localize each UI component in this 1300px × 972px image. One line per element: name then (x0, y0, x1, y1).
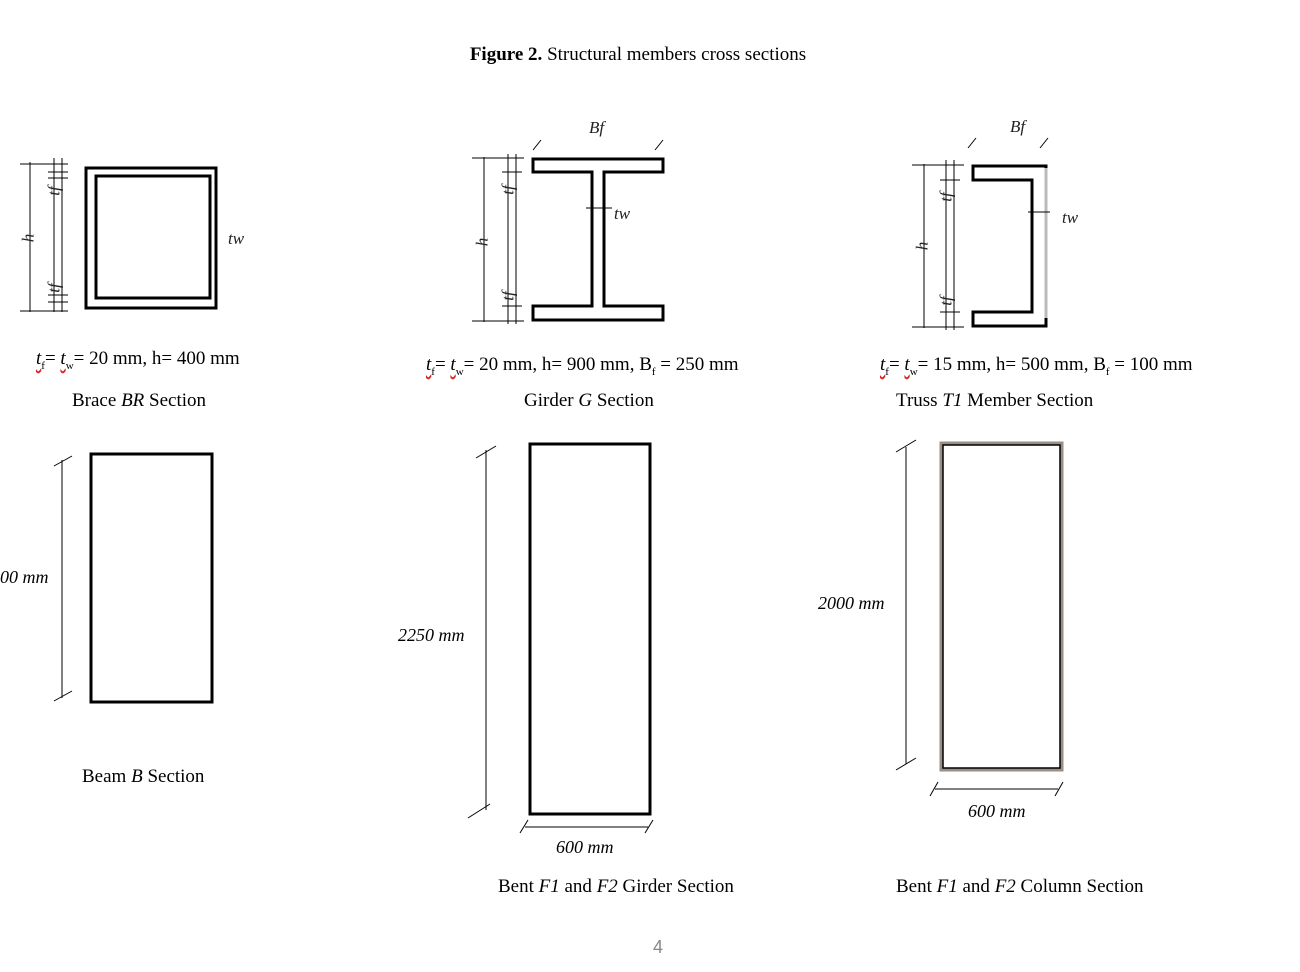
bent-column-caption: Bent F1 and F2 Column Section (896, 876, 1144, 898)
bent-column-caption-pre: Bent (896, 876, 937, 897)
brace-tf-top-label: tf (44, 186, 64, 196)
bent-column-caption-f1: F1 (936, 876, 958, 897)
truss-tw-label: tw (1062, 208, 1079, 227)
truss-formula: tf= tw= 15 mm, h= 500 mm, Bf = 100 mm (880, 354, 1193, 378)
beam-caption-name: B (131, 766, 143, 787)
girder-caption: Girder G Section (524, 390, 654, 412)
truss-tf-bottom-label: tf (936, 296, 956, 306)
brace-formula-tw: t (60, 348, 66, 369)
girder-caption-post: Section (592, 390, 654, 411)
beam-height-dimension (53, 455, 73, 702)
truss-formula-tw: t (904, 354, 910, 375)
truss-tf-top-label: tf (936, 192, 956, 202)
truss-h-label: h (912, 241, 932, 251)
bent-girder-width-label: 600 mm (556, 837, 614, 857)
brace-formula: tf= tw= 20 mm, h= 400 mm (36, 348, 240, 372)
bent-column-caption-f2: F2 (994, 876, 1016, 897)
brace-formula-tw-sub: w (65, 359, 74, 372)
beam-height-label: 00 mm (0, 567, 49, 587)
bent-column-caption-post: Column Section (1015, 876, 1144, 897)
girder-formula-tw: t (450, 354, 456, 375)
bent-girder-caption-pre: Bent (498, 876, 539, 897)
girder-caption-name: G (578, 390, 593, 411)
bent-column-rect-section (939, 441, 1064, 772)
truss-formula-tw-sub: w (909, 365, 918, 378)
bent-column-caption-and: and (957, 876, 995, 897)
beam-caption-post: Section (142, 766, 205, 787)
bent-girder-caption-and: and (559, 876, 597, 897)
truss-caption-pre: Truss (896, 390, 943, 411)
truss-dimension-lines (912, 137, 1050, 330)
beam-caption-pre: Beam (82, 766, 132, 787)
truss-formula-bf-sub: f (1105, 365, 1110, 378)
brace-h-label: h (18, 233, 38, 243)
beam-rect-section (89, 452, 214, 704)
brace-caption-post: Section (144, 390, 207, 411)
beam-caption: Beam B Section (82, 766, 204, 788)
brace-tw-label: tw (228, 229, 245, 248)
girder-dimension-lines (472, 139, 664, 324)
truss-bf-label: Bf (1010, 117, 1026, 136)
girder-i-section (531, 157, 665, 322)
figure-title-text: Structural members cross sections (547, 44, 807, 65)
girder-tw-label: tw (614, 204, 631, 223)
girder-formula-tf: t (426, 354, 432, 375)
bent-girder-caption: Bent F1 and F2 Girder Section (498, 876, 734, 898)
girder-formula-values: = 20 mm, h= 900 mm, B (463, 354, 652, 375)
brace-dimension-lines (20, 158, 68, 312)
girder-h-label: h (472, 237, 492, 247)
figure-title: Figure 2. Structural members cross secti… (0, 44, 1276, 66)
truss-formula-tf-sub: f (885, 365, 889, 378)
girder-bf-label: Bf (589, 118, 605, 137)
bent-girder-rect-section (528, 442, 652, 816)
bent-girder-caption-f2: F2 (596, 876, 618, 897)
girder-formula-tw-sub: w (455, 365, 464, 378)
brace-tf-bottom-label: tf (44, 283, 64, 293)
girder-formula-bf-sub: f (651, 365, 656, 378)
truss-channel-section (971, 164, 1048, 328)
truss-formula-values: = 15 mm, h= 500 mm, B (917, 354, 1106, 375)
bent-column-width-label: 600 mm (968, 801, 1026, 821)
brace-box-section (84, 166, 218, 310)
girder-formula-bf-value: = 250 mm (655, 354, 739, 375)
truss-caption-name: T1 (942, 390, 963, 411)
brace-formula-values: = 20 mm, h= 400 mm (73, 348, 240, 369)
brace-formula-tf: t (36, 348, 42, 369)
brace-formula-tf-sub: f (41, 359, 45, 372)
girder-tf-bottom-label: tf (498, 291, 518, 301)
brace-caption-pre: Brace (72, 390, 122, 411)
truss-caption-post: Member Section (962, 390, 1094, 411)
brace-caption-name: BR (121, 390, 145, 411)
brace-caption: Brace BR Section (72, 390, 206, 412)
bent-girder-caption-post: Girder Section (617, 876, 734, 897)
bent-girder-caption-f1: F1 (538, 876, 560, 897)
page-number: 4 (652, 937, 663, 957)
girder-tf-top-label: tf (498, 185, 518, 195)
bent-column-dimensions (895, 439, 1064, 797)
bent-girder-dimensions (467, 445, 654, 834)
truss-caption: Truss T1 Member Section (896, 390, 1093, 412)
figure-label: Figure 2. (469, 44, 543, 65)
girder-caption-pre: Girder (524, 390, 579, 411)
girder-formula-tf-sub: f (431, 365, 435, 378)
bent-girder-height-label: 2250 mm (398, 625, 465, 645)
bent-column-height-label: 2000 mm (818, 593, 885, 613)
truss-formula-tf: t (880, 354, 886, 375)
girder-formula: tf= tw= 20 mm, h= 900 mm, Bf = 250 mm (426, 354, 739, 378)
truss-formula-bf-value: = 100 mm (1109, 354, 1193, 375)
